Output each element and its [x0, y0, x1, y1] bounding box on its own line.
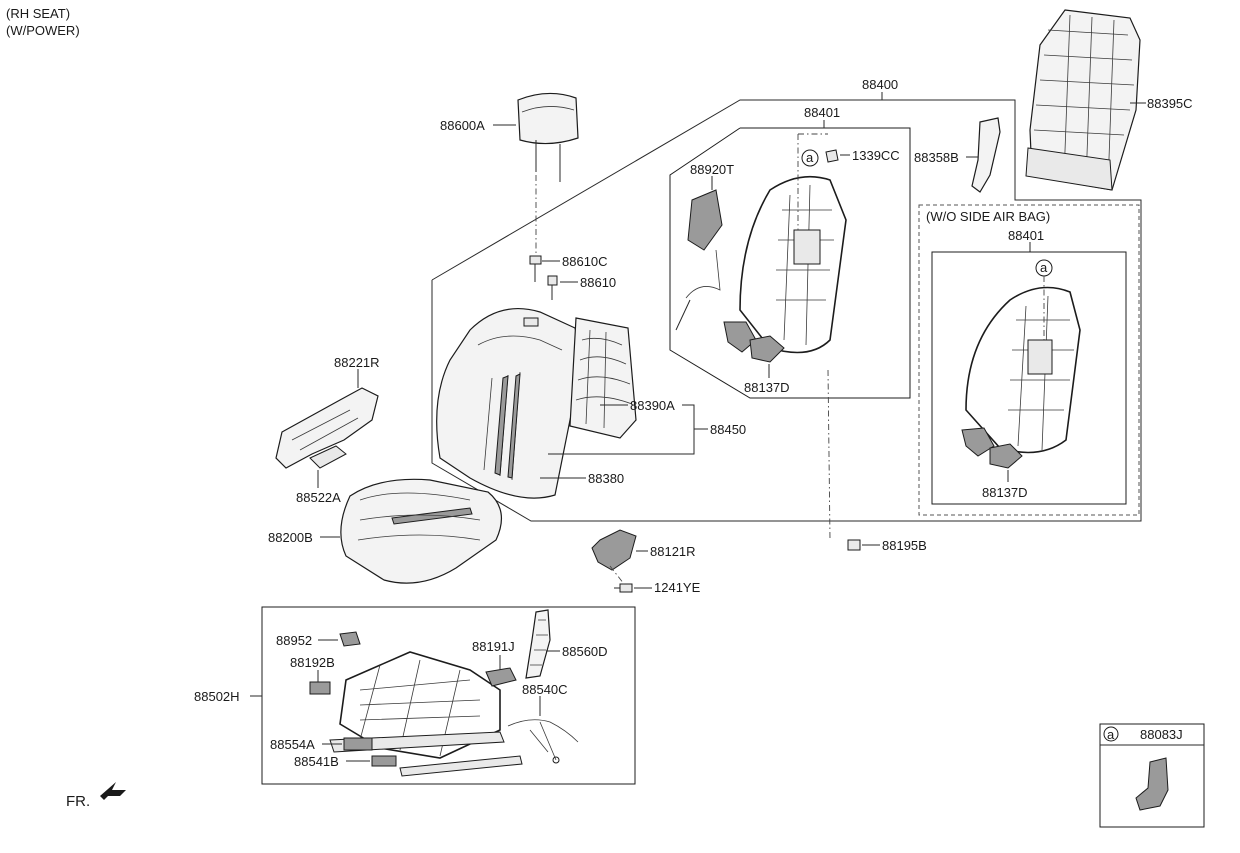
label-1339CC: 1339CC — [852, 148, 900, 163]
panel-88522A — [309, 445, 347, 469]
seatback-frame-main — [739, 175, 847, 354]
label-88221R: 88221R — [334, 355, 380, 370]
nut-1339CC — [825, 149, 839, 163]
guide-88610C — [529, 255, 542, 282]
clip-88083J — [1135, 757, 1169, 811]
label-88541B: 88541B — [294, 754, 339, 769]
label-88610: 88610 — [580, 275, 616, 290]
ref-marker-alt-letter: a — [1040, 260, 1048, 275]
box-88401-alt — [931, 251, 1127, 505]
assembly-outline-88400 — [431, 99, 1142, 522]
cable-cover-88560D — [525, 609, 551, 679]
label-88380: 88380 — [588, 471, 624, 486]
label-88195B: 88195B — [882, 538, 927, 553]
seatback-frame-alt — [961, 286, 1081, 469]
ref-marker-main-letter: a — [806, 150, 814, 165]
seatback-88380 — [436, 308, 580, 499]
module-88192B — [309, 681, 331, 695]
box-wo-side-airbag — [918, 204, 1140, 516]
label-88502H: 88502H — [194, 689, 240, 704]
box-88401 — [669, 127, 911, 399]
brackets-88137D-main — [723, 321, 785, 363]
headrest-88600A — [517, 92, 579, 182]
label-88137D-main: 88137D — [744, 380, 790, 395]
label-88610C: 88610C — [562, 254, 608, 269]
side-cover-88221R — [275, 387, 379, 469]
label-88358B: 88358B — [914, 150, 959, 165]
label-88137D-alt: 88137D — [982, 485, 1028, 500]
label-88920T: 88920T — [690, 162, 734, 177]
front-arrow-icon — [100, 782, 126, 800]
label-88395C: 88395C — [1147, 96, 1193, 111]
label-88191J: 88191J — [472, 639, 515, 654]
label-88554A: 88554A — [270, 737, 315, 752]
label-88540C: 88540C — [522, 682, 568, 697]
label-88400: 88400 — [862, 77, 898, 92]
ref-marker-main — [801, 149, 819, 167]
label-88200B: 88200B — [268, 530, 313, 545]
bolt-88195B — [847, 539, 861, 551]
legend-box — [1099, 723, 1205, 828]
label-88600A: 88600A — [440, 118, 485, 133]
guide-88610 — [547, 275, 558, 300]
cover-88121R — [591, 529, 637, 571]
header-w-power: (W/POWER) — [6, 23, 80, 38]
module-88554A — [343, 737, 373, 751]
part-88952 — [339, 631, 361, 647]
screw-1241YE — [614, 583, 633, 593]
label-88450: 88450 — [710, 422, 746, 437]
label-88401-main: 88401 — [804, 105, 840, 120]
legend-part-88083J: 88083J — [1140, 727, 1183, 742]
seat-frame-88502H — [329, 651, 523, 777]
label-wo-side-airbag: (W/O SIDE AIR BAG) — [926, 209, 1050, 224]
label-88401-alt: 88401 — [1008, 228, 1044, 243]
label-88390A: 88390A — [630, 398, 675, 413]
legend-ref-letter: a — [1107, 727, 1115, 742]
label-88522A: 88522A — [296, 490, 341, 505]
bracket-88191J — [485, 667, 517, 687]
trim-88358B — [971, 117, 1001, 193]
header-rh-seat: (RH SEAT) — [6, 6, 70, 21]
label-88121R: 88121R — [650, 544, 696, 559]
side-airbag-88920T — [675, 189, 723, 331]
label-88952: 88952 — [276, 633, 312, 648]
back-panel-88395C — [1025, 9, 1141, 191]
label-1241YE: 1241YE — [654, 580, 701, 595]
pad-88390A — [569, 317, 637, 439]
cushion-88200B — [340, 478, 503, 584]
label-88560D: 88560D — [562, 644, 608, 659]
label-88192B: 88192B — [290, 655, 335, 670]
switch-88541B — [371, 755, 397, 767]
legend-ref-marker — [1103, 726, 1119, 742]
front-label: FR. — [66, 793, 90, 810]
harness-88540C — [507, 719, 579, 764]
